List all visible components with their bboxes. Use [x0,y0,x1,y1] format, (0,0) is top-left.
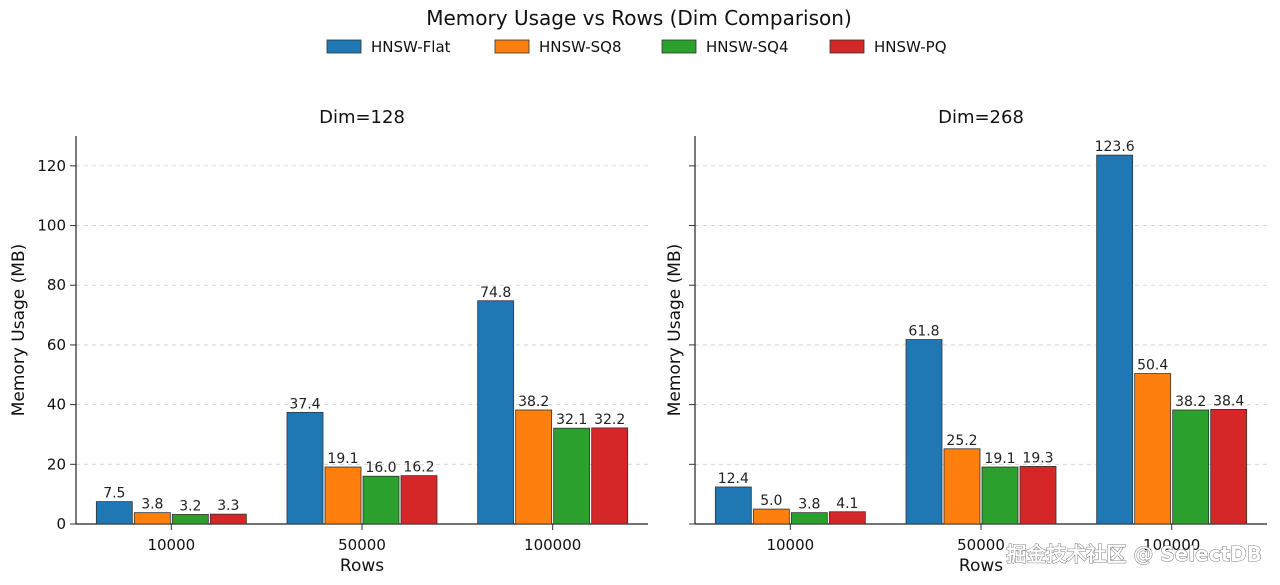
panel-title-0: Dim=128 [319,107,405,128]
legend-label-0: HNSW-Flat [371,38,451,56]
legend-label-3: HNSW-PQ [874,38,947,56]
y-tick-label-0-4: 80 [47,276,66,294]
bar-value-label-0-2-0: 74.8 [480,285,511,301]
x-tick-label-1-2: 100000 [1143,536,1200,554]
y-axis-label-1: Memory Usage (MB) [665,244,685,417]
bar-value-label-1-1-1: 25.2 [946,433,977,449]
bar-1-1-2 [981,466,1019,525]
bar-value-label-1-1-0: 61.8 [908,324,939,340]
bar-value-label-0-1-0: 37.4 [289,396,320,412]
y-tick-label-0-2: 40 [47,396,66,414]
bar-value-label-1-2-1: 50.4 [1137,358,1168,374]
legend-label-2: HNSW-SQ4 [706,38,789,56]
bar-value-label-0-1-1: 19.1 [327,451,358,467]
bar-1-0-2 [790,512,828,525]
y-tick-label-0-6: 120 [37,157,66,175]
bar-1-2-3 [1210,408,1248,525]
y-tick-label-0-3: 60 [47,336,66,354]
bar-0-2-0 [477,300,515,525]
bar-1-0-0 [714,486,752,525]
bar-1-0-1 [752,508,790,525]
bar-0-0-2 [171,514,209,525]
bar-1-1-0 [905,339,943,525]
bar-1-1-1 [943,448,981,525]
bar-value-label-0-0-0: 7.5 [103,486,125,502]
bar-value-label-1-0-3: 4.1 [836,496,858,512]
y-tick-label-0-0: 0 [56,515,66,533]
bar-1-0-3 [828,511,866,525]
legend-swatch-0 [326,39,362,54]
bar-0-1-2 [362,475,400,525]
bar-value-label-0-0-2: 3.2 [179,498,201,514]
x-tick-label-0-2: 100000 [524,536,581,554]
chart-title: Memory Usage vs Rows (Dim Comparison) [426,6,852,30]
x-tick-label-1-1: 50000 [957,536,1005,554]
legend-swatch-1 [494,39,530,54]
bar-value-label-1-2-3: 38.4 [1213,393,1244,409]
bar-0-0-1 [133,512,171,525]
bar-0-1-0 [286,411,324,525]
bar-value-label-1-0-1: 5.0 [760,493,782,509]
panel-title-1: Dim=268 [938,107,1024,128]
bar-0-0-3 [209,513,247,525]
chart-panels: 0 20 40 60 80 100 120 7.5 3.8 3.2 3.3 10000 37.4 19.1… [9,107,1267,576]
bar-0-0-0 [95,501,133,525]
bar-1-2-0 [1096,154,1134,525]
y-tick-label-0-5: 100 [37,217,66,235]
bar-value-label-0-0-1: 3.8 [141,497,163,513]
bar-value-label-1-0-2: 3.8 [798,497,820,513]
bar-value-label-0-2-3: 32.2 [594,412,625,428]
bar-0-2-3 [591,427,629,525]
bar-1-2-1 [1134,373,1172,525]
bar-0-1-3 [400,475,438,525]
legend-label-1: HNSW-SQ8 [539,38,622,56]
legend-swatch-3 [829,39,865,54]
bar-value-label-1-1-2: 19.1 [984,451,1015,467]
bar-value-label-1-0-0: 12.4 [718,471,749,487]
bar-value-label-0-1-3: 16.2 [403,460,434,476]
bar-value-label-1-2-2: 38.2 [1175,394,1206,410]
x-axis-label-0: Rows [340,556,384,576]
bar-value-label-0-1-2: 16.0 [365,460,396,476]
legend: HNSW-Flat HNSW-SQ8 HNSW-SQ4 HNSW-PQ [326,38,947,56]
chart-panel-0: 0 20 40 60 80 100 120 7.5 3.8 3.2 3.3 10000 37.4 19.1… [9,107,648,576]
chart-panel-1: 12.4 5.0 3.8 4.1 10000 61.8 25.2 19.1 19.3 50000 1… [665,107,1267,576]
bar-0-2-2 [553,427,591,525]
x-tick-label-0-0: 10000 [147,536,195,554]
legend-swatch-2 [661,39,697,54]
bar-0-2-1 [515,409,553,525]
x-tick-label-1-0: 10000 [766,536,814,554]
bar-value-label-1-1-3: 19.3 [1022,450,1053,466]
bar-1-1-3 [1019,465,1057,525]
bar-value-label-0-2-2: 32.1 [556,412,587,428]
bar-0-1-1 [324,466,362,525]
bar-1-2-2 [1172,409,1210,525]
watermark-text: 掘金技术社区 @ SelectDB [1006,542,1262,566]
bar-value-label-0-0-3: 3.3 [217,498,239,514]
y-axis-label-0: Memory Usage (MB) [9,244,29,417]
y-tick-label-0-1: 20 [47,455,66,473]
bar-value-label-1-2-0: 123.6 [1095,139,1135,155]
x-tick-label-0-1: 50000 [338,536,386,554]
x-axis-label-1: Rows [959,556,1003,576]
bar-value-label-0-2-1: 38.2 [518,394,549,410]
